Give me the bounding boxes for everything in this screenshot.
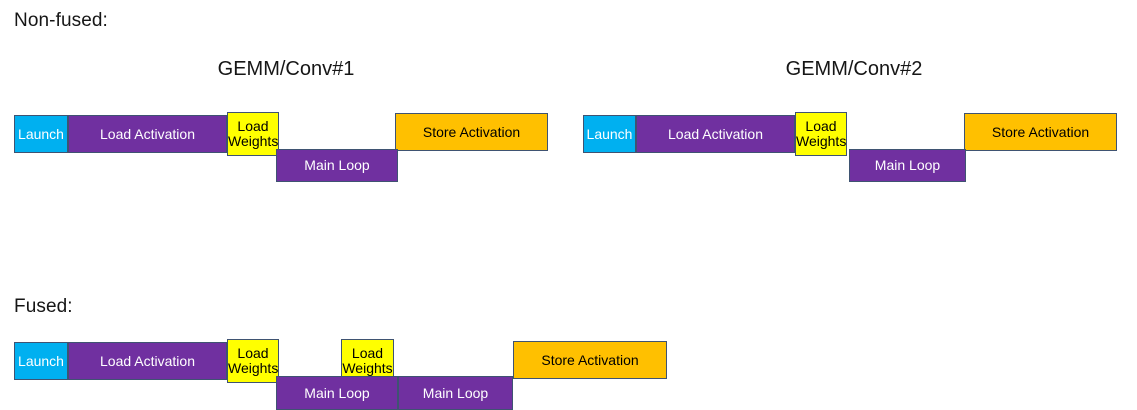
gemm-conv-2-store-activation-label: Store Activation (991, 123, 1090, 140)
fused-section-label: Fused: (14, 296, 73, 317)
fused-main-loop-1-bar: Main Loop (276, 376, 398, 410)
fused-main-loop-2-bar: Main Loop (398, 376, 513, 410)
fused-load-activation-label: Load Activation (100, 352, 195, 369)
gemm-conv-1-main-loop-bar: Main Loop (276, 149, 398, 182)
fused-load-weights-2-label: Load Weights (342, 345, 393, 376)
gemm-conv-1-load-activation-bar: Load Activation (68, 115, 227, 153)
gemm-conv-1-load-activation-label: Load Activation (100, 125, 195, 142)
fused-launch-label: Launch (18, 352, 64, 369)
fused-load-activation-bar: Load Activation (68, 342, 227, 380)
fused-store-activation-bar: Store Activation (513, 341, 667, 379)
fused-load-weights-1-label: Load Weights (228, 345, 279, 376)
fused-store-activation-label: Store Activation (541, 351, 639, 368)
gemm-conv-2-load-weights-label: Load Weights (796, 118, 847, 149)
gemm-conv-2-load-activation-bar: Load Activation (636, 115, 795, 153)
gemm-conv-1-load-weights-bar: Load Weights (227, 112, 279, 156)
gemm-conv-2-title: GEMM/Conv#2 (785, 58, 923, 80)
nonfused-section-label: Non-fused: (14, 10, 108, 31)
gemm-conv-1-launch-bar: Launch (14, 115, 68, 153)
gemm-conv-1-store-activation-bar: Store Activation (395, 113, 548, 151)
fused-main-loop-1-label: Main Loop (304, 384, 370, 401)
gemm-conv-2-load-activation-label: Load Activation (668, 125, 763, 142)
gemm-conv-2-load-weights-bar: Load Weights (795, 112, 847, 156)
fused-load-weights-1-bar: Load Weights (227, 339, 279, 383)
gemm-conv-2-store-activation-bar: Store Activation (964, 113, 1117, 151)
gemm-conv-2-main-loop-bar: Main Loop (849, 149, 966, 182)
gemm-conv-1-main-loop-label: Main Loop (304, 157, 370, 174)
gemm-conv-2-launch-label: Launch (586, 125, 633, 142)
fused-load-weights-2-bar: Load Weights (341, 339, 394, 383)
fused-launch-bar: Launch (14, 342, 68, 380)
gemm-conv-1-store-activation-label: Store Activation (422, 123, 521, 140)
gemm-conv-1-title: GEMM/Conv#1 (217, 58, 355, 80)
gemm-conv-1-launch-label: Launch (18, 125, 64, 142)
gemm-conv-1-load-weights-label: Load Weights (228, 118, 279, 149)
gemm-conv-2-launch-bar: Launch (583, 115, 636, 153)
fused-main-loop-2-label: Main Loop (422, 384, 489, 401)
gemm-conv-2-main-loop-label: Main Loop (874, 157, 941, 174)
